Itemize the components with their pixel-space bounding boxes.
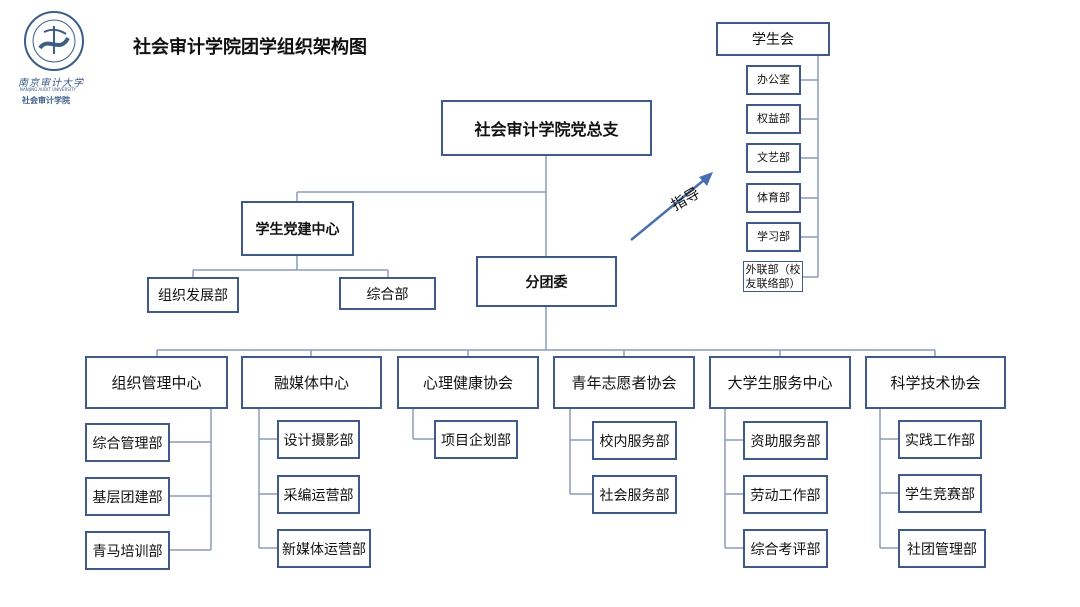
dept-node: 综合考评部	[743, 529, 828, 568]
dept-node: 社会服务部	[592, 475, 677, 514]
dept-node: 采编运营部	[277, 475, 360, 514]
dept-node: 设计摄影部	[277, 420, 360, 459]
party-center-node: 学生党建中心	[241, 201, 354, 256]
guide-arrow	[630, 172, 713, 241]
dept-node: 新媒体运营部	[277, 529, 371, 568]
party-sub-node: 综合部	[339, 277, 436, 310]
logo-college: 社会审计学院	[22, 96, 70, 105]
center-node: 融媒体中心	[241, 356, 382, 409]
dept-node: 青马培训部	[85, 531, 170, 570]
party-sub-node: 组织发展部	[147, 277, 239, 313]
university-logo: 南京审计大学 NANJING AUDIT UNIVERSITY 社会审计学院	[14, 8, 96, 105]
emblem-icon	[24, 11, 84, 71]
dept-node: 劳动工作部	[743, 475, 828, 514]
dept-node: 学生竞赛部	[898, 474, 982, 513]
dept-node: 综合管理部	[85, 423, 170, 462]
center-node: 大学生服务中心	[709, 356, 851, 409]
page-title: 社会审计学院团学组织架构图	[133, 37, 367, 58]
union-dept-node: 办公室	[746, 65, 801, 95]
logo-name-en: NANJING AUDIT UNIVERSITY	[20, 87, 76, 92]
root-node: 社会审计学院党总支	[441, 100, 652, 156]
center-node: 青年志愿者协会	[553, 356, 695, 409]
union-dept-node: 权益部	[746, 104, 801, 134]
union-dept-node: 体育部	[746, 183, 801, 213]
dept-node: 社团管理部	[898, 529, 986, 568]
logo-name-cn: 南京审计大学	[18, 78, 84, 89]
branch-node: 分团委	[476, 256, 617, 307]
union-dept-node: 学习部	[746, 222, 801, 252]
union-dept-node: 外联部（校友联络部）	[743, 261, 803, 292]
center-node: 组织管理中心	[85, 356, 228, 409]
student-union-node: 学生会	[716, 22, 830, 56]
center-node: 科学技术协会	[865, 356, 1006, 409]
dept-node: 基层团建部	[85, 477, 170, 516]
center-node: 心理健康协会	[397, 356, 539, 409]
dept-node: 项目企划部	[434, 420, 518, 459]
union-dept-node: 文艺部	[746, 143, 801, 173]
dept-node: 实践工作部	[898, 420, 982, 459]
dept-node: 资助服务部	[743, 421, 828, 460]
dept-node: 校内服务部	[592, 421, 677, 460]
